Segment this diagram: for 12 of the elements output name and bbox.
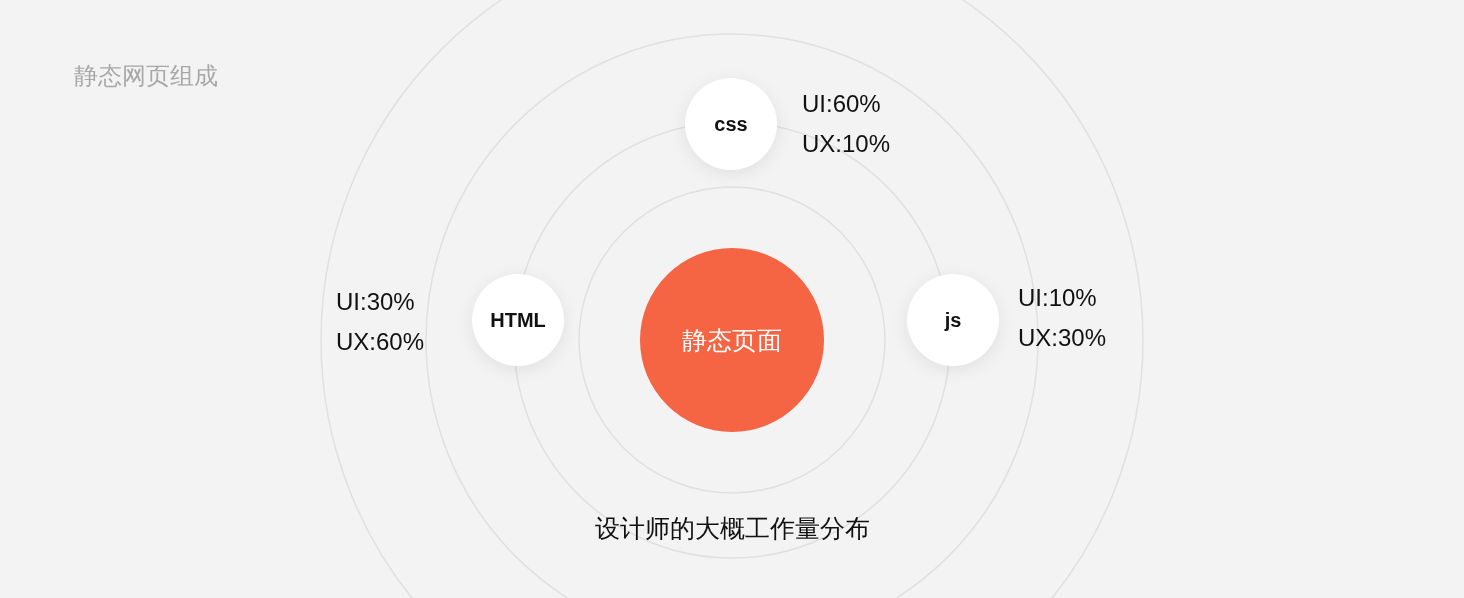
node-label: js bbox=[944, 308, 962, 332]
percentage-label: UI:10% bbox=[1018, 283, 1098, 313]
node-label: HTML bbox=[490, 308, 546, 332]
node-label: css bbox=[714, 112, 748, 136]
diagram-caption: 设计师的大概工作量分布 bbox=[594, 514, 870, 542]
percentage-label: UX:10% bbox=[802, 129, 891, 159]
percentage-label: UX:30% bbox=[1018, 323, 1107, 353]
percentage-label: UI:60% bbox=[802, 89, 882, 119]
percentage-label: UI:30% bbox=[336, 287, 416, 317]
percentage-label: UX:60% bbox=[336, 327, 425, 357]
node-label: 静态页面 bbox=[682, 324, 782, 356]
diagram-title: 静态网页组成 bbox=[74, 61, 218, 91]
